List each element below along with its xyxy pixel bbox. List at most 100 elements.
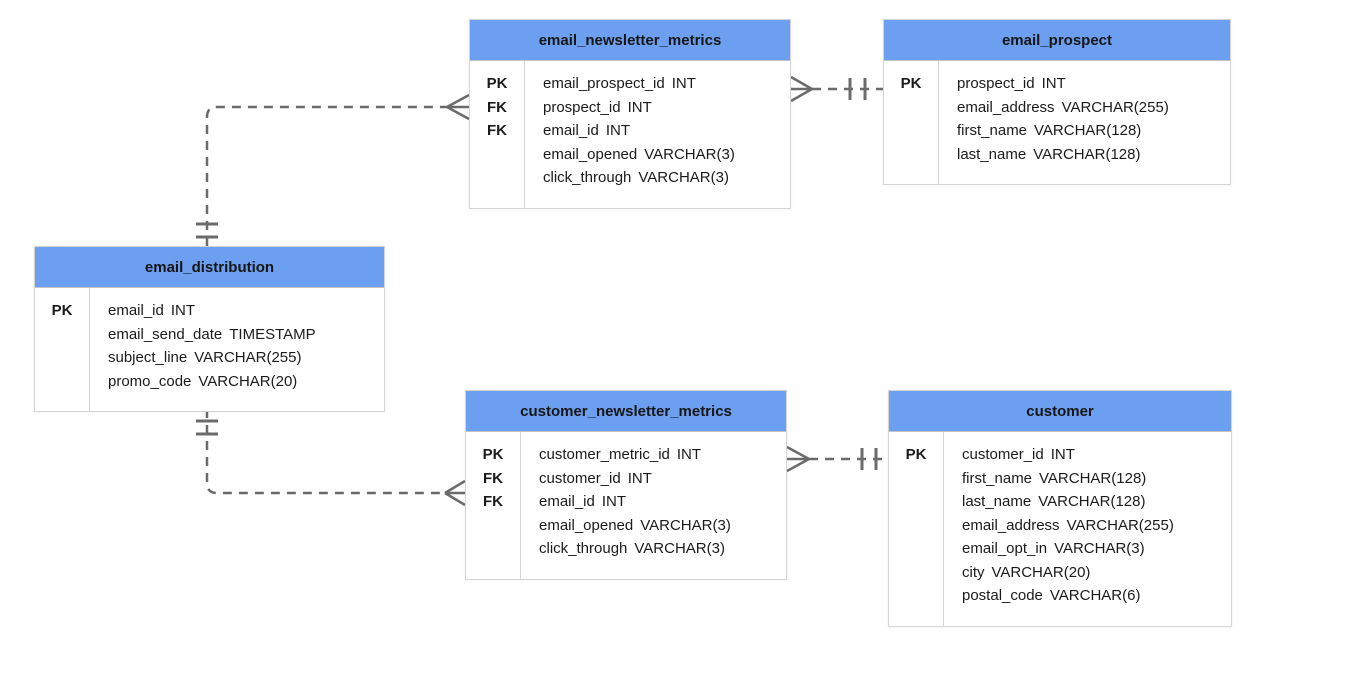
column-name: email_prospect_id (543, 75, 665, 92)
column-row[interactable]: first_name VARCHAR(128) (957, 119, 1230, 143)
column-row[interactable]: click_through VARCHAR(3) (543, 166, 790, 190)
key-badge-empty (889, 467, 943, 491)
entity-title[interactable]: customer (889, 391, 1231, 432)
column-name: click_through (543, 169, 632, 186)
column-row[interactable]: city VARCHAR(20) (962, 561, 1231, 585)
key-badge-empty (889, 514, 943, 538)
column-type: INT (671, 75, 696, 92)
column-name: city (962, 563, 985, 581)
exactly-one-ticks-icon (848, 78, 867, 100)
column-name: email_opened (539, 516, 634, 534)
key-badge-empty (889, 490, 943, 514)
entity-title[interactable]: email_newsletter_metrics (470, 20, 790, 61)
key-badge-empty (884, 119, 938, 143)
column-type: VARCHAR(20) (991, 563, 1091, 581)
column-type: INT (627, 469, 652, 487)
exactly-one-ticks-icon (196, 222, 218, 239)
key-badge-empty (470, 166, 524, 190)
relationship-email_newsletter_metrics-email_distribution[interactable] (196, 93, 470, 246)
column-type: VARCHAR(3) (1054, 540, 1145, 557)
column-name: last_name (962, 493, 1032, 510)
column-name: prospect_id (543, 98, 621, 116)
column-name: email_address (957, 98, 1055, 116)
column-name: email_id (108, 302, 164, 319)
entity-title[interactable]: customer_newsletter_metrics (466, 391, 786, 432)
column-name: customer_metric_id (539, 446, 670, 463)
key-column: PK (884, 61, 939, 184)
many-crowfoot-icon (444, 479, 466, 507)
key-badge-empty (889, 537, 943, 561)
column-type: VARCHAR(255) (194, 349, 302, 366)
column-row[interactable]: subject_line VARCHAR(255) (108, 346, 384, 370)
key-badge: PK (51, 302, 73, 319)
key-badge-empty (35, 370, 89, 394)
relationship-customer_newsletter_metrics-customer[interactable] (786, 445, 888, 473)
column-name: postal_code (962, 587, 1043, 604)
key-badge: PK (900, 75, 922, 92)
column-name: email_id (543, 122, 599, 139)
column-row[interactable]: email_prospect_id INT (543, 72, 790, 96)
column-type: INT (627, 98, 652, 116)
column-type: VARCHAR(3) (638, 169, 729, 186)
relationship-email_newsletter_metrics-email_prospect[interactable] (790, 75, 884, 103)
relationship-customer_newsletter_metrics-email_distribution[interactable] (196, 409, 466, 507)
column-name: email_send_date (108, 325, 223, 343)
key-badge: FK (483, 493, 503, 510)
column-name: last_name (957, 145, 1027, 163)
key-column: PK (889, 432, 944, 626)
column-name: email_opened (543, 145, 638, 163)
entity-title[interactable]: email_distribution (35, 247, 384, 288)
entity-title[interactable]: email_prospect (884, 20, 1230, 61)
column-type: VARCHAR(6) (1049, 587, 1141, 604)
exactly-one-ticks-icon (860, 448, 878, 470)
column-name: subject_line (108, 349, 188, 366)
key-badge-empty (35, 346, 89, 370)
relationship-line[interactable] (205, 409, 445, 495)
column-name: first_name (957, 122, 1028, 139)
column-type: INT (676, 446, 702, 463)
column-row[interactable]: customer_metric_id INT (539, 443, 786, 467)
column-type: VARCHAR(128) (1034, 122, 1142, 139)
column-type: VARCHAR(128) (1039, 469, 1147, 487)
column-row[interactable]: postal_code VARCHAR(6) (962, 584, 1231, 608)
many-crowfoot-icon (790, 75, 813, 103)
column-row[interactable]: prospect_id INT (543, 96, 790, 120)
relationship-line[interactable] (205, 105, 447, 246)
many-crowfoot-icon (446, 93, 470, 121)
column-type: INT (601, 493, 627, 510)
key-badge-empty (470, 143, 524, 167)
